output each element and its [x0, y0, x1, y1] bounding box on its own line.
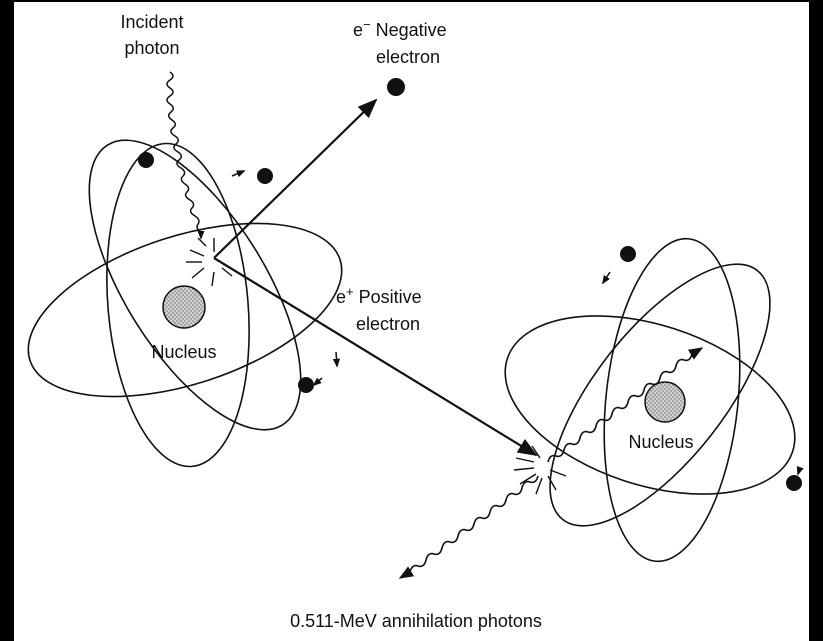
- right-orbit-horizontal: [504, 315, 796, 495]
- positive-electron-symbol: e: [336, 287, 346, 307]
- positive-electron-label-line2: electron: [356, 314, 420, 334]
- annihilation-burst: [513, 445, 567, 495]
- figure-panel: [14, 2, 809, 641]
- right-atom: [504, 237, 796, 563]
- left-atom: [27, 139, 343, 468]
- right-orbit-tilted: [549, 263, 771, 527]
- positive-electron-label-line1: e+ Positive: [336, 284, 422, 307]
- positive-electron-name: Positive: [354, 287, 422, 307]
- annihilation-photon-up: [547, 347, 704, 463]
- positive-electron-charge: +: [346, 284, 354, 299]
- negative-electron-name: Negative: [371, 20, 447, 40]
- annihilation-photon-down: [398, 475, 539, 579]
- negative-electron-label-line1: e− Negative: [353, 17, 447, 40]
- right-electron-top: [620, 246, 636, 262]
- annihilation-photons-label: 0.511-MeV annihilation photons: [290, 611, 542, 631]
- right-nucleus-label: Nucleus: [628, 432, 693, 452]
- right-nucleus: [644, 381, 686, 423]
- left-orbit-arrow-top: [231, 170, 246, 178]
- negative-electron-label-line2: electron: [376, 47, 440, 67]
- negative-electron-track: [213, 98, 378, 259]
- left-orbit-arrow-bottom: [312, 377, 323, 387]
- left-electron-lower-right: [298, 377, 314, 393]
- left-interaction-burst: [186, 237, 233, 287]
- negative-electron-symbol: e: [353, 20, 363, 40]
- incident-photon-label-line2: photon: [124, 38, 179, 58]
- incident-photon-label-line1: Incident: [120, 12, 183, 32]
- left-orbit-vertical: [106, 142, 250, 468]
- positive-electron-track: [213, 257, 538, 457]
- negative-electron: [387, 78, 405, 96]
- incident-photon-wave: [166, 71, 205, 240]
- left-orbit-arrow-right: [332, 351, 341, 368]
- right-electron-right: [786, 475, 802, 491]
- left-nucleus: [162, 285, 206, 329]
- right-orbit-vertical: [603, 237, 741, 563]
- left-electron-upper-right: [257, 168, 273, 184]
- right-orbit-arrow-right: [796, 466, 804, 476]
- left-orbit-horizontal: [27, 222, 343, 398]
- left-nucleus-label: Nucleus: [151, 342, 216, 362]
- left-orbit-tilted-right: [88, 139, 302, 431]
- negative-electron-charge: −: [363, 17, 371, 32]
- right-orbit-arrow-top: [602, 271, 611, 285]
- left-electron-top: [138, 152, 154, 168]
